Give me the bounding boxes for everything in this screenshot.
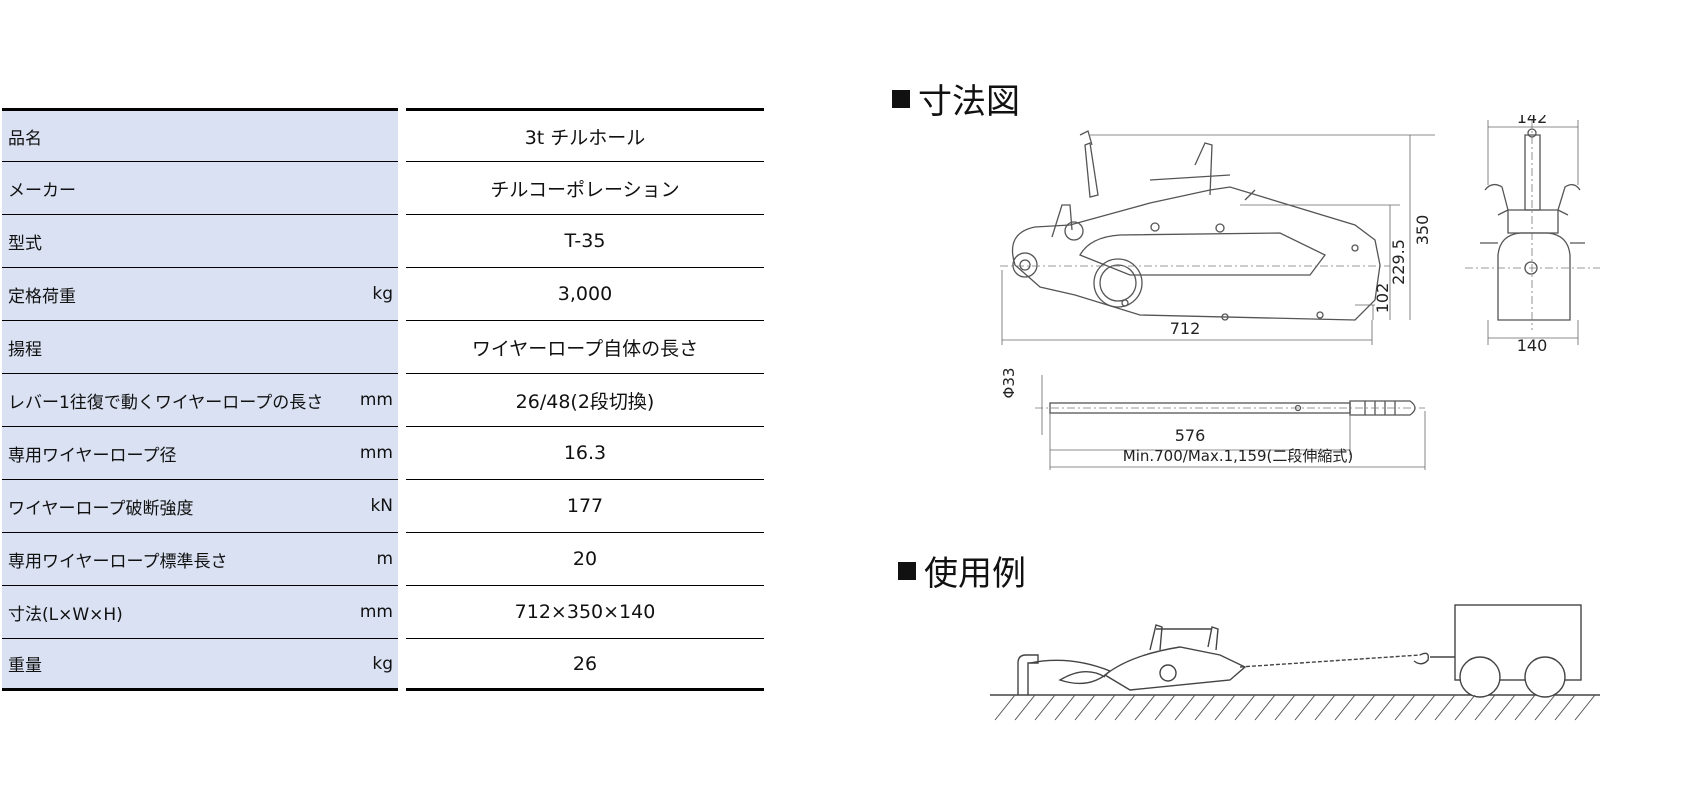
spec-row: ワイヤーロープ破断強度 kN 177 — [2, 479, 764, 532]
dim-handle-range-label: Min.700/Max.1,159(二段伸縮式) — [1123, 447, 1354, 465]
spec-label: 型式 — [8, 233, 42, 254]
spec-row: 専用ワイヤーロープ径 mm 16.3 — [2, 426, 764, 479]
spec-unit: m — [376, 549, 393, 569]
usage-section-title: 使用例 — [898, 546, 1026, 595]
spec-row: 定格荷重 kg 3,000 — [2, 267, 764, 320]
spec-unit: mm — [359, 443, 393, 463]
dim-width-bottom-label: 140 — [1517, 336, 1548, 355]
square-bullet-icon — [892, 89, 910, 108]
spec-label-cell: 寸法(L×W×H) mm — [2, 585, 398, 638]
spec-value: 177 — [406, 479, 764, 532]
spec-label-cell: 専用ワイヤーロープ標準長さ m — [2, 532, 398, 585]
dim-width-top-label: 142 — [1517, 115, 1548, 127]
spec-unit: kN — [370, 496, 393, 516]
spec-unit: kg — [372, 653, 393, 674]
spec-unit: mm — [359, 390, 393, 410]
spec-label-cell: 品名 — [2, 108, 398, 161]
spec-value: 3,000 — [406, 267, 764, 320]
spec-label: 定格荷重 — [8, 286, 76, 307]
spec-label: 専用ワイヤーロープ径 — [8, 445, 177, 466]
spec-unit: mm — [359, 602, 393, 622]
spec-row: 重量 kg 26 — [2, 638, 764, 691]
square-bullet-icon — [898, 561, 916, 580]
spec-value: チルコーポレーション — [406, 161, 764, 214]
dim-length-label: 712 — [1170, 319, 1201, 338]
spec-row: 型式 T-35 — [2, 214, 764, 267]
spec-label-cell: 定格荷重 kg — [2, 267, 398, 320]
spec-label: メーカー — [8, 180, 76, 201]
dim-height-mid-label: 229.5 — [1389, 239, 1408, 285]
dimension-drawing: 712 350 229.5 102 142 140 — [1000, 115, 1600, 470]
spec-label: 品名 — [8, 128, 42, 149]
spec-value: 26/48(2段切換) — [406, 373, 764, 426]
spec-label: 重量 — [8, 656, 42, 676]
spec-row: 寸法(L×W×H) mm 712×350×140 — [2, 585, 764, 638]
dim-height-total-label: 350 — [1413, 215, 1432, 246]
spec-value: 712×350×140 — [406, 585, 764, 638]
spec-label: レバー1往復で動くワイヤーロープの長さ — [8, 392, 324, 413]
spec-value: ワイヤーロープ自体の長さ — [406, 320, 764, 373]
spec-label-cell: 重量 kg — [2, 638, 398, 691]
spec-label-cell: ワイヤーロープ破断強度 kN — [2, 479, 398, 532]
spec-label: 揚程 — [8, 339, 42, 360]
spec-table: 品名 3t チルホールメーカー チルコーポレーション型式 T-35 定格荷重 kg 3,00… — [2, 108, 764, 691]
usage-illustration — [990, 604, 1600, 721]
spec-value: 20 — [406, 532, 764, 585]
spec-label-cell: 型式 — [2, 214, 398, 267]
spec-value: 16.3 — [406, 426, 764, 479]
spec-row: 品名 3t チルホール — [2, 108, 764, 161]
spec-value: T-35 — [406, 214, 764, 267]
spec-unit: kg — [372, 284, 393, 304]
spec-row: レバー1往復で動くワイヤーロープの長さ mm 26/48(2段切換) — [2, 373, 764, 426]
spec-row: メーカー チルコーポレーション — [2, 161, 764, 214]
dimension-title-text: 寸法図 — [918, 82, 1020, 122]
dim-handle-dia-label: Φ33 — [1000, 368, 1018, 399]
dim-handle-len-label: 576 — [1175, 426, 1206, 445]
dimension-section-title: 寸法図 — [892, 74, 1020, 123]
spec-label: ワイヤーロープ破断強度 — [8, 498, 194, 519]
spec-row: 専用ワイヤーロープ標準長さ m 20 — [2, 532, 764, 585]
spec-label-cell: レバー1往復で動くワイヤーロープの長さ mm — [2, 373, 398, 426]
spec-row: 揚程 ワイヤーロープ自体の長さ — [2, 320, 764, 373]
spec-label: 専用ワイヤーロープ標準長さ — [8, 551, 228, 572]
spec-label-cell: 専用ワイヤーロープ径 mm — [2, 426, 398, 479]
spec-value: 26 — [406, 638, 764, 691]
usage-title-text: 使用例 — [924, 554, 1026, 594]
spec-value: 3t チルホール — [406, 108, 764, 161]
dim-height-low-label: 102 — [1373, 283, 1392, 314]
spec-label-cell: メーカー — [2, 161, 398, 214]
spec-label-cell: 揚程 — [2, 320, 398, 373]
spec-label: 寸法(L×W×H) — [8, 604, 123, 625]
